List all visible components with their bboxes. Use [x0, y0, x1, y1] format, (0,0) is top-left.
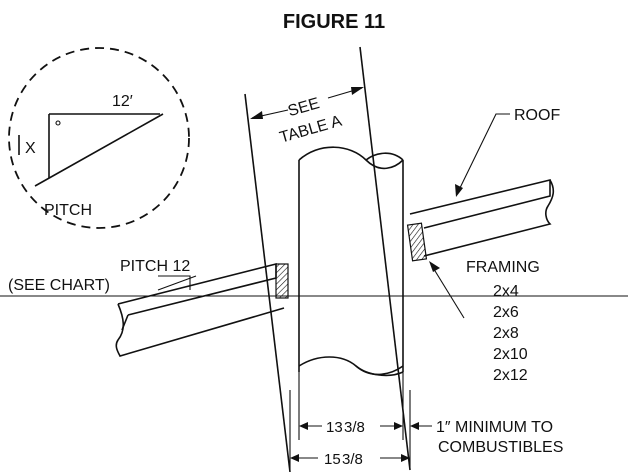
right-roof-section — [406, 178, 555, 262]
opening-left-line — [244, 93, 291, 472]
left-roof-deck — [115, 262, 285, 357]
pipe-top-break — [298, 146, 404, 170]
roof-callout: ROOF — [455, 107, 560, 197]
pitch-12-label: PITCH 12 — [120, 258, 190, 275]
framing-callout: FRAMING 2x4 2x6 2x8 2x10 2x12 — [429, 259, 540, 384]
inner-width-whole: 13 — [326, 419, 343, 436]
framing-size-2: 2x6 — [493, 304, 519, 321]
framing-size-5: 2x12 — [493, 367, 528, 384]
pitch-chart-callout: PITCH 12 (SEE CHART) — [8, 258, 197, 294]
pipe-bottom-break-inner — [355, 365, 404, 377]
run-12-label: 12′ — [112, 93, 133, 110]
see-chart-label: (SEE CHART) — [8, 277, 110, 294]
dim-min-arrow — [410, 422, 419, 430]
pitch-detail-circle — [8, 47, 190, 229]
pitch-chart-slope — [157, 275, 197, 291]
right-framing-hatch — [406, 222, 428, 262]
see-arrow-left — [250, 111, 263, 119]
pitch-detail: 12′ X PITCH — [8, 47, 190, 229]
see-table-a-callout: SEE TABLE A — [250, 87, 364, 147]
dim-outer-arrow-right — [401, 454, 410, 462]
bottom-dimensions: 13 3/8 15 3/8 1″ MINIMUM TO COMBUSTIBLES — [289, 372, 563, 470]
opening-right-line — [359, 46, 411, 471]
framing-label: FRAMING — [466, 259, 540, 276]
table-a-label: TABLE A — [278, 113, 344, 147]
left-roof-section — [115, 262, 289, 357]
figure-title: FIGURE 11 — [283, 11, 385, 33]
pipe-bottom-break — [298, 356, 404, 376]
inner-width-fraction: 3/8 — [344, 419, 365, 436]
pipe-top-break-inner — [365, 152, 404, 161]
left-framing-hatch — [275, 263, 289, 299]
roof-leader — [457, 113, 510, 193]
pitch-chart-symbol — [158, 275, 191, 290]
left-roof-underside — [121, 314, 129, 331]
right-roof-deck — [409, 178, 555, 257]
pitch-label: PITCH — [44, 202, 92, 219]
framing-size-1: 2x4 — [493, 283, 519, 300]
pitch-x-label: X — [25, 140, 36, 157]
outer-width-fraction: 3/8 — [342, 451, 363, 468]
minimum-line-2: COMBUSTIBLES — [438, 439, 563, 456]
dim-inner-arrow-left — [299, 422, 308, 430]
framing-size-4: 2x10 — [493, 346, 528, 363]
see-arrow-right — [351, 87, 364, 95]
see-label: SEE — [286, 95, 321, 120]
outer-width-whole: 15 — [324, 451, 341, 468]
minimum-line-1: 1″ MINIMUM TO — [436, 419, 553, 436]
pitch-slope-line — [34, 113, 164, 187]
roof-leader-arrow — [455, 184, 463, 197]
framing-size-3: 2x8 — [493, 325, 519, 342]
roof-label: ROOF — [514, 107, 560, 124]
right-angle-mark — [55, 120, 61, 126]
chimney-pipe — [298, 146, 404, 377]
framing-leader — [431, 265, 465, 319]
dim-inner-arrow-right — [394, 422, 403, 430]
dim-outer-arrow-left — [290, 454, 299, 462]
framing-leader-arrow — [429, 261, 440, 272]
